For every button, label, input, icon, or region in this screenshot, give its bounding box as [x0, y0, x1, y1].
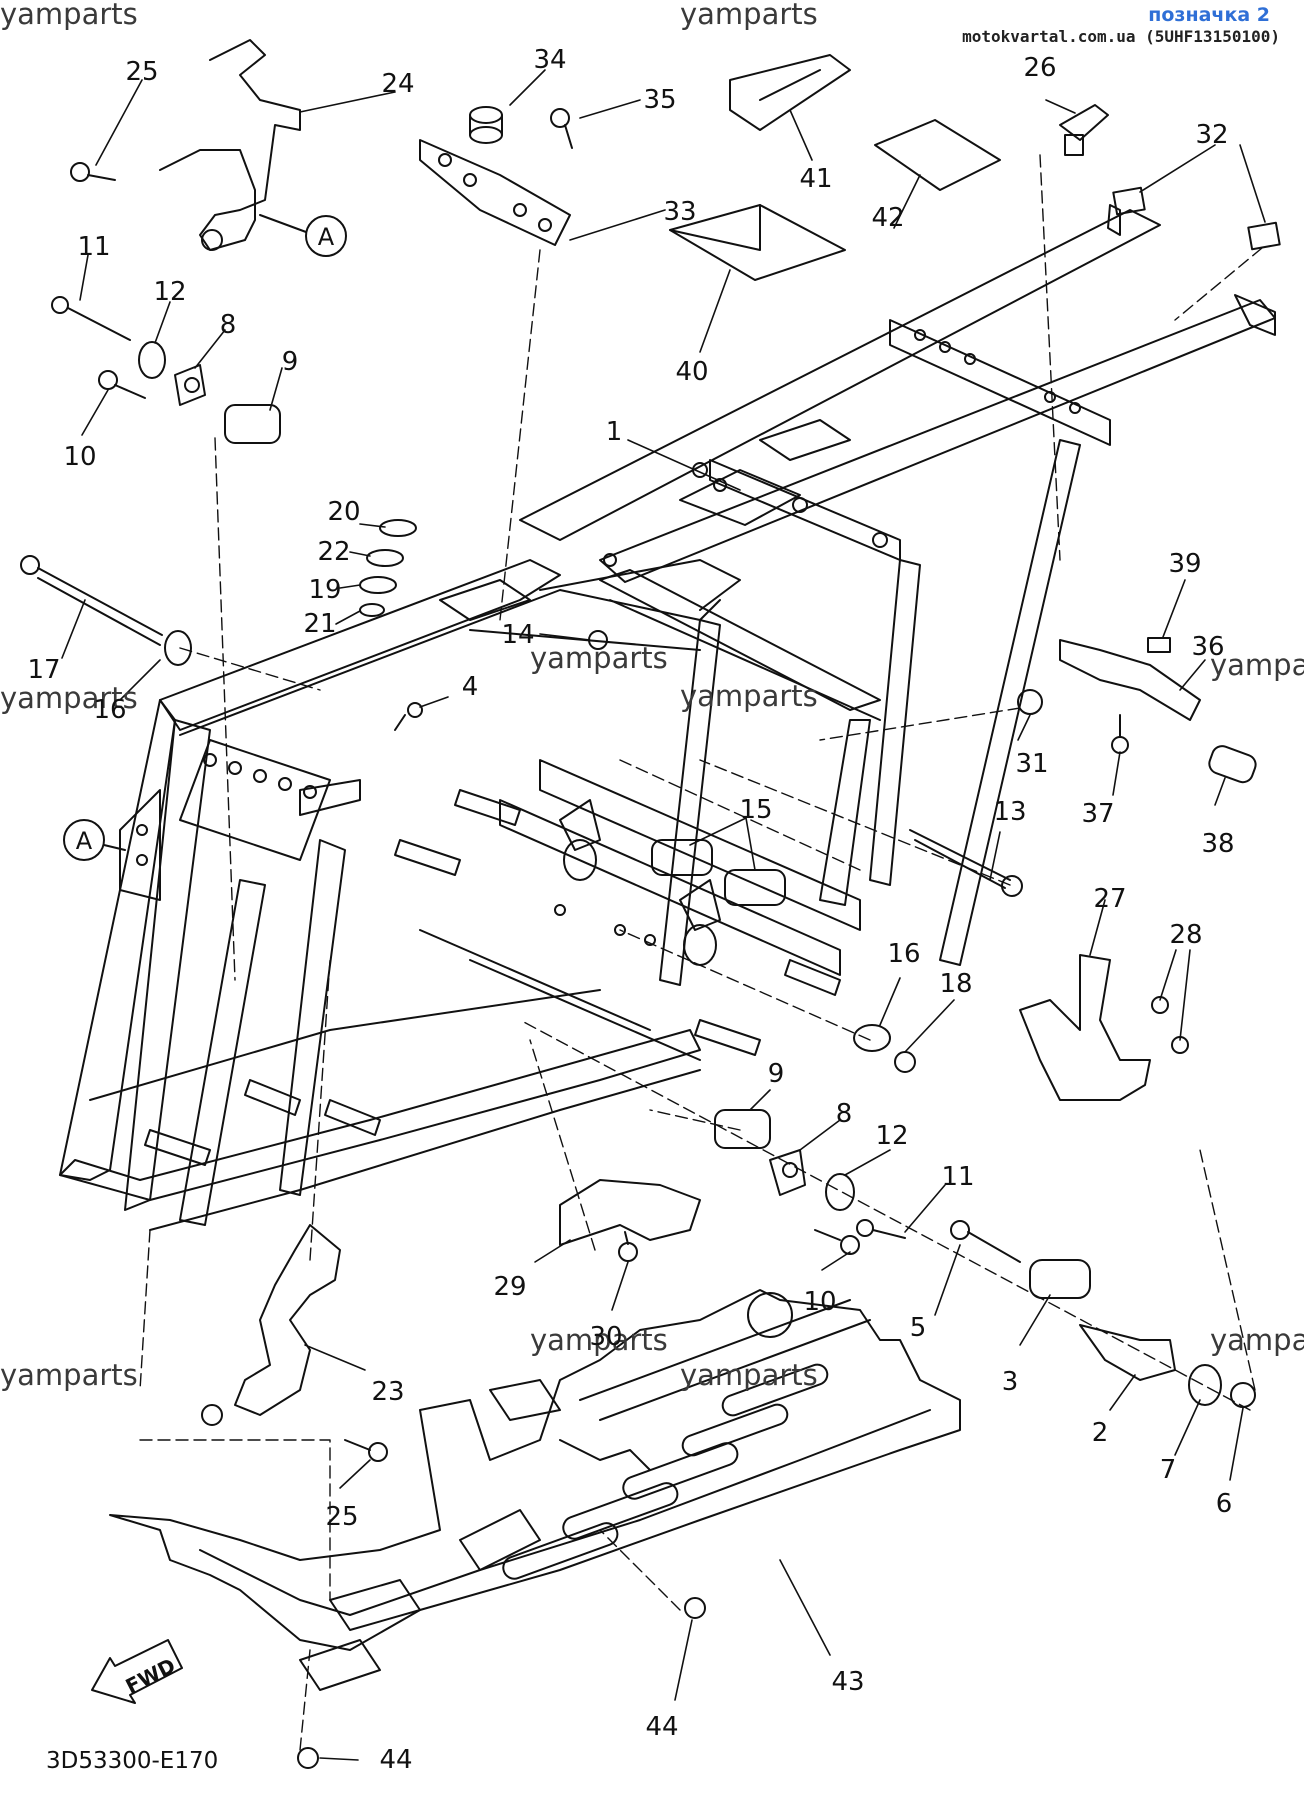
part-number-label: 37 [1081, 799, 1114, 829]
part-number-label: 14 [501, 620, 534, 650]
part-number-label: 25 [325, 1502, 358, 1532]
header-link-label[interactable]: позначка 2 [1148, 4, 1270, 26]
part-number-label: 33 [663, 197, 696, 227]
part-number-label: 15 [739, 795, 772, 825]
part-number-label: 29 [493, 1272, 526, 1302]
reference-marker-a: A [318, 223, 335, 251]
watermark-text: yamparts [0, 0, 138, 31]
watermark-text: yamparts [0, 681, 138, 715]
watermark-text: yamparts [680, 679, 818, 713]
part-number-label: 1 [606, 417, 623, 447]
part-number-label: 10 [63, 442, 96, 472]
watermark-text: yamparts [680, 0, 818, 31]
small-parts-drawing [20, 39, 1281, 1769]
part-number-label: 30 [589, 1322, 622, 1352]
watermark-text: yamparts [530, 1323, 668, 1357]
diagram-code: 3D53300-E170 [46, 1748, 218, 1774]
part-number-label: 17 [27, 655, 60, 685]
reference-marker-a: A [76, 827, 93, 855]
part-number-label: 19 [308, 575, 341, 605]
part-number-label: 44 [379, 1745, 412, 1775]
part-number-label: 21 [303, 609, 336, 639]
part-number-label: 34 [533, 45, 566, 75]
part-number-label: 35 [643, 85, 676, 115]
part-number-label: 8 [220, 310, 237, 340]
part-number-label: 13 [993, 797, 1026, 827]
main-frame-drawing [59, 204, 1276, 1231]
part-number-label: 8 [836, 1099, 853, 1129]
part-number-label: 41 [799, 164, 832, 194]
part-number-label: 18 [939, 969, 972, 999]
dashed-assembly-lines [139, 154, 1263, 1751]
part-number-label: 7 [1160, 1455, 1177, 1485]
part-number-label: 4 [462, 672, 479, 702]
part-number-label: 11 [77, 232, 110, 262]
part-number-label: 9 [768, 1059, 785, 1089]
header-site-text: motokvartal.com.ua (5UHF13150100) [962, 27, 1280, 46]
watermark-text: yamparts [0, 1358, 138, 1392]
part-number-label: 2 [1092, 1418, 1109, 1448]
part-number-label: 25 [125, 57, 158, 87]
part-number-label: 12 [153, 277, 186, 307]
skid-plate-drawing [109, 1289, 961, 1691]
part-number-label: 40 [675, 357, 708, 387]
reference-marker-circles [63, 214, 347, 861]
part-number-label: 11 [941, 1162, 974, 1192]
part-number-label: 22 [317, 537, 350, 567]
part-number-label: 12 [875, 1121, 908, 1151]
part-number-label: 20 [327, 497, 360, 527]
part-number-label: 39 [1168, 549, 1201, 579]
part-number-label: 9 [282, 347, 299, 377]
part-number-label: 10 [803, 1287, 836, 1317]
part-number-label: 6 [1216, 1489, 1233, 1519]
part-number-label: 28 [1169, 920, 1202, 950]
part-number-label: 42 [871, 203, 904, 233]
part-number-label: 26 [1023, 53, 1056, 83]
watermark-text: yamparts [530, 641, 668, 675]
part-number-label: 38 [1201, 829, 1234, 859]
part-number-label: 31 [1015, 749, 1048, 779]
part-number-label: 16 [887, 939, 920, 969]
part-number-label: 44 [645, 1712, 678, 1742]
part-number-label: 36 [1191, 632, 1224, 662]
part-number-label: 5 [910, 1313, 927, 1343]
part-number-label: 24 [381, 69, 414, 99]
part-number-label: 32 [1195, 120, 1228, 150]
watermark-text: yamparts [1210, 1323, 1304, 1357]
part-number-label: 27 [1093, 884, 1126, 914]
fwd-label: FWD [122, 1653, 180, 1698]
part-number-label: 43 [831, 1667, 864, 1697]
watermark-text: yamparts [1210, 648, 1304, 682]
leader-lines [61, 69, 1266, 1761]
part-number-label: 16 [93, 695, 126, 725]
watermark-text: yamparts [680, 1358, 818, 1392]
fwd-arrow-shape [91, 1639, 183, 1704]
part-number-label: 3 [1002, 1367, 1019, 1397]
part-number-label: 23 [371, 1377, 404, 1407]
